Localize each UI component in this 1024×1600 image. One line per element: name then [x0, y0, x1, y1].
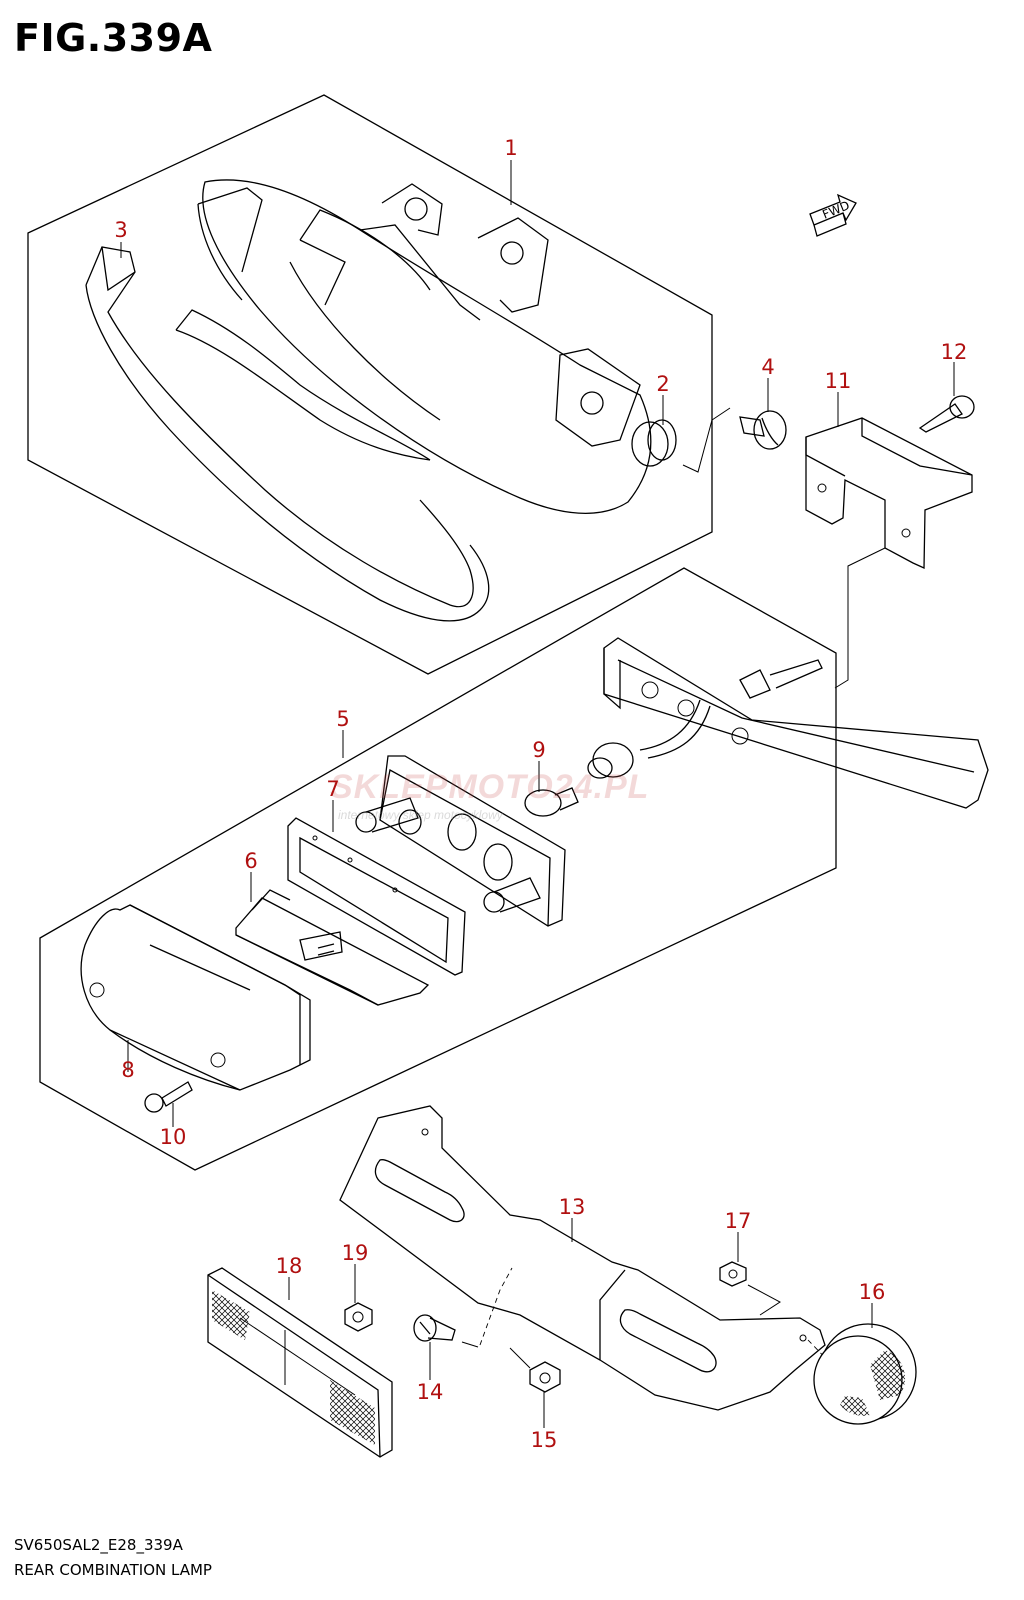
part-4-bolt [739, 410, 787, 450]
part-2-grommet [631, 419, 677, 467]
fwd-arrow-icon [809, 193, 857, 237]
callout-5: 5 [336, 707, 350, 731]
callout-1: 1 [504, 136, 518, 160]
part-7-socket-plate [355, 755, 566, 927]
part-14-bolt [413, 1314, 456, 1342]
leader-17-tie [747, 1284, 781, 1316]
watermark: SKLEPMOTO24.PL [330, 768, 650, 806]
part-7-gasket [287, 817, 466, 976]
part-15-nut [529, 1361, 561, 1393]
part-6-reflector [235, 889, 430, 1006]
callout-2: 2 [656, 372, 670, 396]
part-16-round-reflector [813, 1323, 917, 1425]
callout-14: 14 [416, 1380, 444, 1404]
figure-caption: REAR COMBINATION LAMP [14, 1561, 212, 1579]
part-8-lens [80, 904, 311, 1091]
callout-leaders [120, 160, 955, 1428]
callout-13: 13 [558, 1195, 586, 1219]
upper-assembly-frame [27, 94, 713, 675]
callout-19: 19 [341, 1241, 369, 1265]
callout-15: 15 [530, 1428, 558, 1452]
watermark-subtext: internetowy sklep motocyklowy [338, 808, 503, 822]
callout-10: 10 [159, 1125, 187, 1149]
callout-6: 6 [244, 849, 258, 873]
part-18-rect-reflector [207, 1267, 393, 1458]
part-3-seal-strip [85, 246, 490, 622]
part-17-nut [719, 1261, 747, 1287]
leader-11-5 [834, 547, 886, 689]
callout-17: 17 [724, 1209, 752, 1233]
leader-14-tie [461, 1341, 479, 1348]
part-1-lamp-housing [175, 179, 652, 514]
leader-15-tie [509, 1347, 531, 1369]
callout-9: 9 [532, 738, 546, 762]
part-11-bracket [805, 417, 973, 570]
part-10-screw [144, 1081, 193, 1113]
callout-18: 18 [275, 1254, 303, 1278]
dash-leader-14 [479, 1267, 513, 1346]
figure-code: SV650SAL2_E28_339A [14, 1536, 183, 1554]
callout-8: 8 [121, 1058, 135, 1082]
figure-title: FIG.339A [14, 16, 213, 60]
callout-11: 11 [824, 369, 852, 393]
lower-assembly-frame [39, 567, 837, 1171]
leader-2-4 [682, 407, 731, 473]
part-13-license-bracket [339, 1105, 826, 1411]
callout-3: 3 [114, 218, 128, 242]
part-12-screw [918, 395, 975, 433]
part-5-lamp-base [587, 637, 989, 809]
part-19-nut [344, 1302, 373, 1332]
callout-4: 4 [761, 355, 775, 379]
callout-12: 12 [940, 340, 968, 364]
part-9-bulb [524, 787, 579, 817]
callout-7: 7 [326, 777, 340, 801]
dash-leader-16 [807, 1339, 836, 1369]
callout-16: 16 [858, 1280, 886, 1304]
